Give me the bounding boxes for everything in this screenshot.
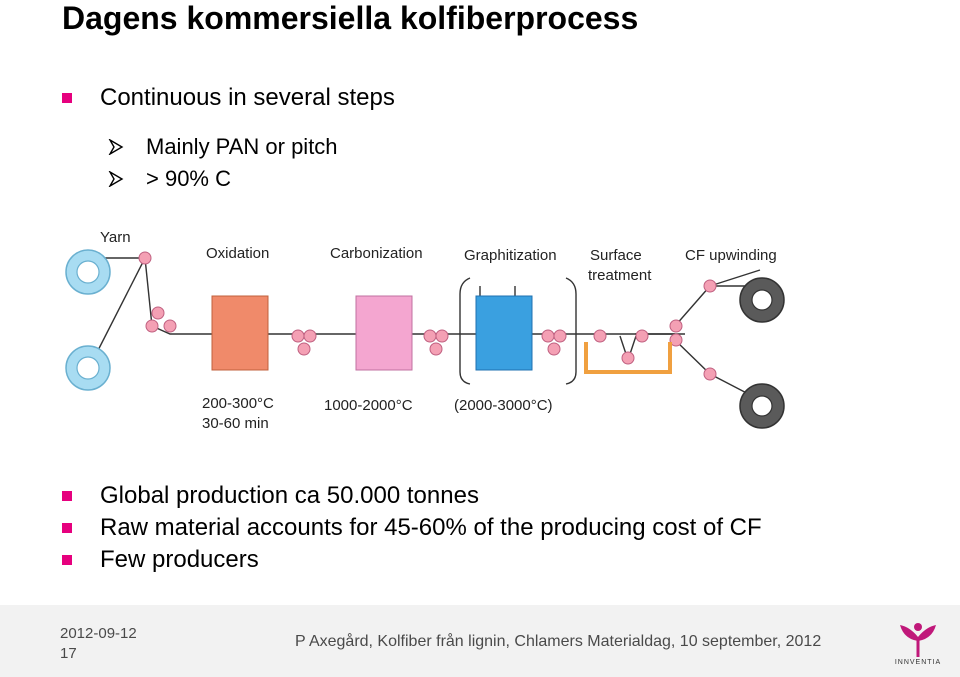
yarn-spool-top (65, 249, 111, 295)
bullet-square-icon (62, 93, 72, 103)
label-oxidation-temp: 200-300°C (202, 395, 274, 412)
page-number: 17 (60, 645, 77, 662)
slide-title: Dagens kommersiella kolfiberprocess (62, 0, 639, 36)
label-carbonization-temp: 1000-2000°C (324, 397, 413, 414)
bullet-item: Continuous in several steps (62, 84, 395, 112)
arrowhead-icon (108, 139, 124, 155)
label-graphitization: Graphitization (464, 247, 557, 264)
carbonization-furnace (355, 295, 413, 371)
sub-bullet-item: > 90% C (108, 166, 231, 192)
bracket-right (565, 277, 577, 385)
label-treatment: treatment (588, 267, 652, 284)
bullet-text: Raw material accounts for 45-60% of the … (100, 514, 762, 541)
bullet-text: Continuous in several steps (100, 84, 395, 111)
bullet-item: Raw material accounts for 45-60% of the … (62, 514, 762, 542)
bullet-text: Global production ca 50.000 tonnes (100, 482, 479, 509)
bullet-item: Global production ca 50.000 tonnes (62, 482, 479, 510)
oxidation-furnace (211, 295, 269, 371)
sub-bullet-text: > 90% C (146, 166, 231, 191)
sub-bullet-item: Mainly PAN or pitch (108, 134, 338, 160)
carbon-fiber-process-diagram: Yarn Oxidation Carbonization Graphitizat… (65, 229, 785, 432)
cf-spool-top (739, 277, 785, 323)
sub-bullet-text: Mainly PAN or pitch (146, 134, 338, 159)
footer-bar: 2012-09-12 17 P Axegård, Kolfiber från l… (0, 605, 960, 677)
label-oxidation: Oxidation (206, 245, 269, 262)
rollers (138, 251, 717, 381)
bracket-left (459, 277, 471, 385)
label-yarn: Yarn (100, 229, 131, 246)
yarn-spool-bottom (65, 345, 111, 391)
footer-date: 2012-09-12 (60, 625, 137, 642)
innventia-logo: INNVENTIA (890, 619, 946, 671)
logo-text: INNVENTIA (894, 659, 942, 666)
label-carbonization: Carbonization (330, 245, 423, 262)
surface-treatment-bath (584, 342, 672, 374)
bullet-square-icon (62, 523, 72, 533)
label-graphitization-temp: (2000-3000°C) (454, 397, 553, 414)
graphitization-furnace (475, 295, 533, 371)
label-oxidation-time: 30-60 min (202, 415, 269, 432)
bullet-square-icon (62, 491, 72, 501)
label-cf-upwinding: CF upwinding (685, 247, 777, 264)
bullet-square-icon (62, 555, 72, 565)
cf-spool-bottom (739, 383, 785, 429)
fiber-path (87, 257, 761, 401)
bullet-text: Few producers (100, 546, 259, 573)
label-surface: Surface (590, 247, 642, 264)
footer-citation: P Axegård, Kolfiber från lignin, Chlamer… (295, 633, 822, 650)
bullet-item: Few producers (62, 546, 259, 574)
arrowhead-icon (108, 171, 124, 187)
innventia-logo-icon (900, 623, 936, 657)
